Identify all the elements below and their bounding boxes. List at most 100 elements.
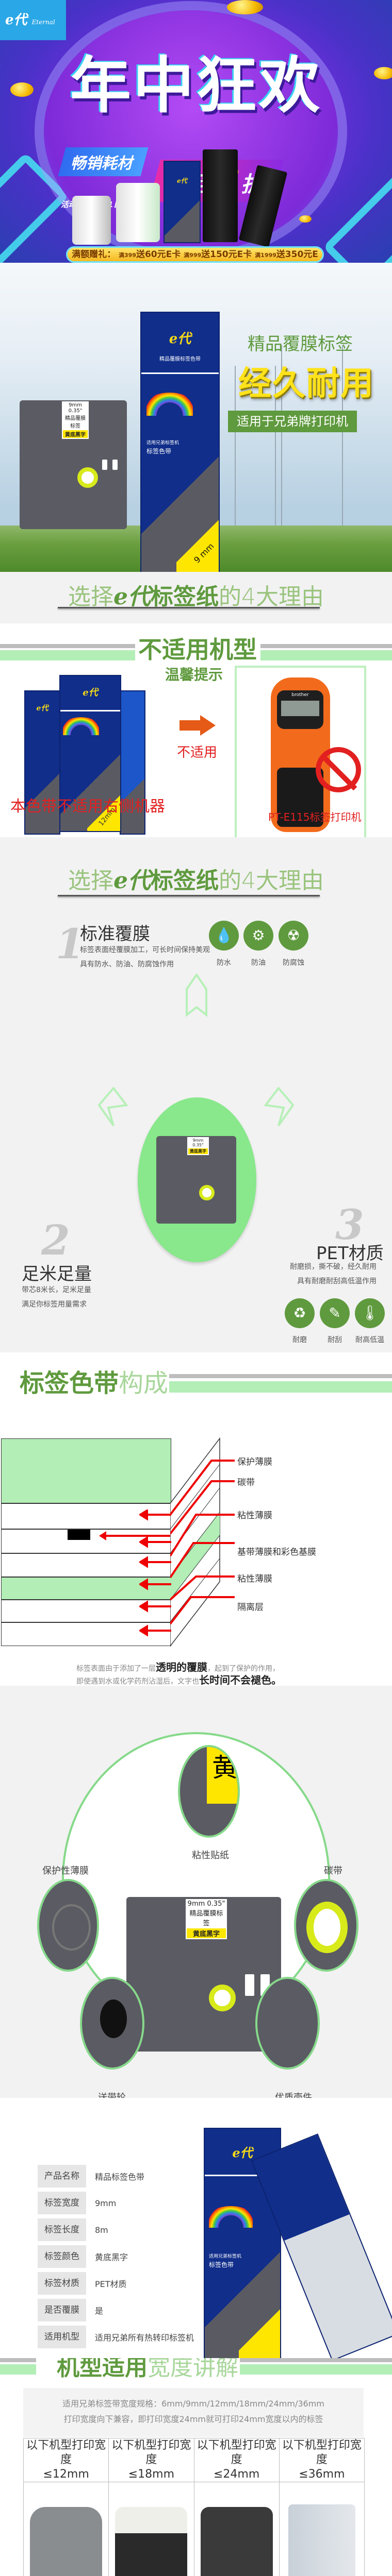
label-ribbon: 碳带 bbox=[324, 1866, 342, 1876]
cassette-image: 9mm 0.35"精品覆膜标签黄底黑字 bbox=[20, 400, 127, 529]
arrow-right-icon bbox=[264, 1087, 294, 1127]
section-subtitle: 温馨提示 bbox=[165, 666, 223, 683]
structure-desc-line1: 标签表面由于添加了一层透明的覆膜，起到了保护的作用， bbox=[76, 1661, 280, 1673]
divider bbox=[169, 1381, 392, 1393]
zoom-circle-feed-wheel bbox=[80, 1977, 144, 2070]
promo-banner: e代 Eternal 年中狂欢 畅销耗材 低至8折 活动时间：6.1日~30日 … bbox=[0, 0, 392, 263]
reason-text: 耐磨损，撕不破，经久耐用具有耐磨耐刮高低温作用 bbox=[290, 1263, 377, 1285]
scratch-resistant-icon: ✎ bbox=[320, 1298, 350, 1328]
banner-tag-bestseller: 畅销耗材 bbox=[58, 147, 149, 176]
layer-protective bbox=[1, 1438, 171, 1503]
reason-number: 2 bbox=[41, 1216, 70, 1264]
label-shell: 优质壳件 bbox=[275, 2092, 312, 2098]
layer-label: 基带薄膜和彩色基膜 bbox=[237, 1547, 316, 1557]
width-note-2: 打印宽度向下兼容，即打印宽度24mm就可打印24mm宽度以内的标签 bbox=[63, 2414, 323, 2424]
spec-row: 适用机型适用兄弟所有热转印标签机 bbox=[38, 2326, 194, 2348]
compatible-models-section: 机型适用宽度讲解 适用兄弟标签带宽度规格：6mm/9mm/12mm/18mm/2… bbox=[0, 2358, 392, 2576]
label-feed-wheel: 送带轮 bbox=[98, 2092, 126, 2098]
divider bbox=[240, 2358, 392, 2362]
power-tower-decor bbox=[281, 345, 343, 531]
hero-line-premium: 精品覆膜标签 bbox=[248, 334, 353, 354]
not-applicable-label: 不适用 bbox=[177, 745, 218, 760]
reason-text: 标签表面经覆膜加工，可长时间保持美观具有防水、防油、防腐蚀作用 bbox=[80, 946, 210, 969]
ribbon-roll-image bbox=[116, 183, 160, 242]
prohibited-icon bbox=[316, 747, 361, 792]
zoom-circle-ribbon bbox=[294, 1879, 358, 1972]
layer bbox=[1, 1622, 171, 1646]
width-header: 以下机型打印宽度≤36mm bbox=[279, 2438, 365, 2482]
warning-text: 本色带不适用右侧机器 bbox=[10, 798, 165, 816]
label-box-image: e代 bbox=[164, 161, 201, 243]
layer bbox=[1, 1529, 171, 1553]
anticorrosion-icon: ☢ bbox=[279, 921, 308, 951]
spec-row: 是否覆膜是 bbox=[38, 2299, 103, 2321]
models-table: 以下机型打印宽度≤12mm 以下机型打印宽度≤18mm 以下机型打印宽度≤24m… bbox=[23, 2438, 365, 2576]
icon-label: 防水 bbox=[217, 959, 231, 967]
decor-chevron-right bbox=[322, 152, 392, 263]
printer-screen: brother bbox=[277, 690, 323, 729]
ribbon-roll-image bbox=[72, 196, 111, 245]
hero-line-compatible: 适用于兄弟牌打印机 bbox=[228, 411, 357, 432]
reasons-title-band: 选择e代标签纸的4大理由 bbox=[0, 572, 392, 623]
icon-label: 防油 bbox=[251, 959, 266, 967]
hero-line-durable: 经久耐用 bbox=[238, 365, 374, 403]
product-box-image: e代 精品覆膜标签色带 适用兄弟标签机 标签色带 9 mm bbox=[140, 312, 220, 572]
divider bbox=[240, 2364, 392, 2375]
spec-row: 标签颜色黄底黑字 bbox=[38, 2245, 128, 2268]
section-title: 标签色带构成 bbox=[20, 1369, 169, 1398]
reasons-title: 选择e代标签纸的4大理由 bbox=[68, 584, 324, 610]
red-arrow-long-icon bbox=[99, 1531, 170, 1540]
width-note-1: 适用兄弟标签带宽度规格：6mm/9mm/12mm/18mm/24mm/36mm bbox=[62, 2399, 324, 2409]
layer bbox=[1, 1553, 171, 1577]
product-box-image: e代 12mm bbox=[59, 675, 121, 832]
reason-title: 足米足量 bbox=[22, 1264, 92, 1284]
coin-decor bbox=[299, 215, 312, 223]
spec-row: 产品名称精品标签色带 bbox=[38, 2165, 144, 2188]
divider bbox=[0, 2364, 36, 2375]
width-header: 以下机型打印宽度≤24mm bbox=[193, 2438, 280, 2482]
width-header: 以下机型打印宽度≤18mm bbox=[108, 2438, 194, 2482]
tape-structure-section: 标签色带构成 保护薄膜 碳带 粘性薄膜 基带薄膜和彩色基膜 粘性薄膜 隔离层 标… bbox=[0, 1352, 392, 1686]
reason-title: PET材质 bbox=[316, 1243, 384, 1264]
coin-decor bbox=[227, 0, 263, 14]
model-cell[interactable]: PT-9700 bbox=[279, 2482, 365, 2576]
layer-label: 碳带 bbox=[237, 1478, 255, 1488]
label-protective-film: 保护性薄膜 bbox=[42, 1866, 89, 1876]
icon-label: 耐高低温 bbox=[355, 1336, 384, 1344]
reason-number: 3 bbox=[335, 1200, 364, 1249]
waterproof-icon: 💧 bbox=[209, 921, 239, 951]
printer-keyboard bbox=[277, 768, 323, 827]
model-cell[interactable]: PT-D200 bbox=[23, 2482, 109, 2576]
red-arrows-icon bbox=[139, 1510, 171, 1637]
coin-decor bbox=[374, 67, 392, 79]
width-header: 以下机型打印宽度≤12mm bbox=[23, 2438, 109, 2482]
zoom-circle-shell bbox=[255, 1977, 320, 2070]
layer bbox=[1, 1577, 171, 1600]
layer-side-diagram bbox=[170, 1437, 235, 1647]
structure-desc-line2: 即使遇到水或化学药剂沾湿后，文字也长时间不会褪色。 bbox=[76, 1674, 282, 1686]
layer-label: 粘性薄膜 bbox=[237, 1574, 272, 1584]
reason-title: 标准覆膜 bbox=[80, 924, 150, 944]
divider bbox=[0, 650, 135, 660]
zoom-circle-label: 黄 bbox=[178, 1745, 240, 1838]
arrow-left-icon bbox=[98, 1087, 128, 1127]
divider bbox=[260, 644, 392, 648]
width-note-box bbox=[23, 2388, 364, 2437]
cassette-image: 9mm 0.35"黄底黑字 bbox=[156, 1136, 236, 1224]
layer bbox=[1, 1600, 171, 1622]
four-reasons-section: 选择e代标签纸的4大理由 1 标准覆膜 标签表面经覆膜加工，可长时间保持美观具有… bbox=[0, 837, 392, 1352]
model-cell[interactable]: PT-2730 bbox=[193, 2482, 280, 2576]
gift-bar[interactable]: 满额赠礼： 满399送60元E卡 满999送150元E卡 满1999送350元E… bbox=[66, 246, 324, 263]
not-applicable-section: 不适用机型 温馨提示 e代 e代 12mm 不适用 brother PT-E11… bbox=[0, 623, 392, 837]
banner-title: 年中狂欢 bbox=[70, 50, 322, 121]
printer-model-label: PT-E115标签打印机 bbox=[268, 811, 362, 823]
label-adhesive: 粘性贴纸 bbox=[192, 1850, 229, 1861]
model-cell[interactable]: PT-2030 bbox=[108, 2482, 194, 2576]
brand-logo[interactable]: e代 Eternal bbox=[0, 0, 66, 40]
divider bbox=[260, 650, 392, 660]
